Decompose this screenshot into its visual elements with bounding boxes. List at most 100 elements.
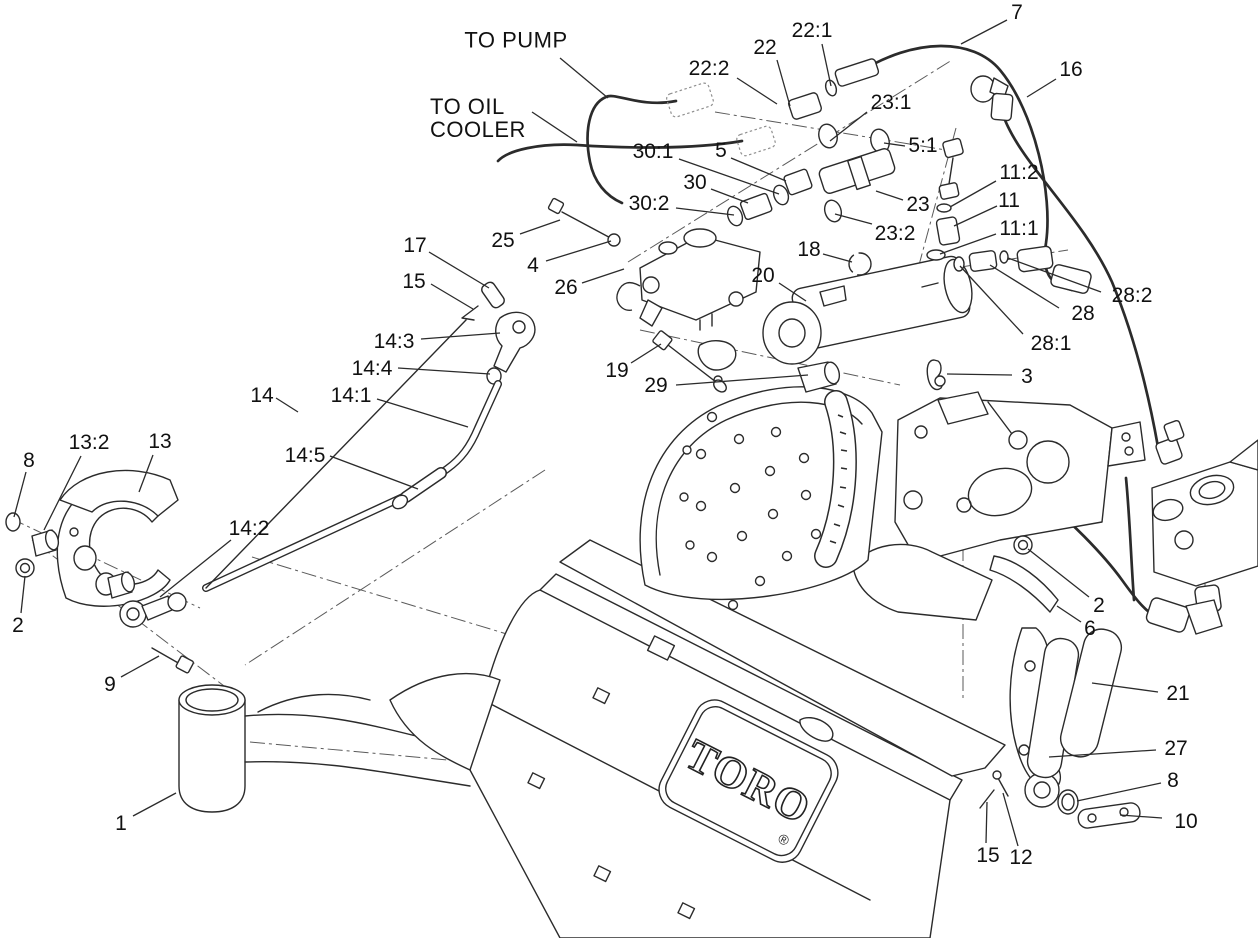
leader-line: [420, 332, 501, 340]
cotter-pin-15: [461, 305, 479, 321]
leader-line: [376, 398, 469, 428]
valve-assembly: [616, 228, 761, 331]
leader-line: [675, 207, 735, 216]
leader-line: [829, 111, 868, 142]
frame-rail: [559, 539, 1006, 777]
leader-line: [989, 264, 1060, 309]
sector-plate: [639, 361, 883, 611]
leader-line: [960, 19, 1008, 45]
nut-4: [607, 233, 621, 247]
lever-group: [979, 535, 1141, 829]
o-ring-23-2: [823, 199, 843, 223]
bushing-29: [797, 361, 841, 393]
leader-line: [1119, 814, 1163, 819]
leader-line: [822, 253, 853, 263]
bell-crank-group: [5, 469, 194, 674]
leader-line: [834, 213, 873, 225]
clevis-pin-17: [461, 281, 505, 321]
washer-8: [5, 512, 21, 532]
elbow-fitting-16: [970, 75, 1014, 122]
bolt-25: [547, 197, 621, 247]
leader-line: [1027, 548, 1090, 598]
leader-line: [675, 374, 809, 386]
leader-line: [1026, 78, 1057, 98]
clevis-20: [697, 340, 737, 371]
leader-line: [1007, 257, 1102, 293]
foot-bracket: [852, 543, 993, 621]
handle-6: [989, 555, 1059, 613]
fitting-chain-28: [953, 245, 1092, 294]
leader-line: [678, 158, 780, 195]
hose-lower-2: [1124, 476, 1136, 602]
leader-line: [1056, 605, 1082, 623]
leader-line: [946, 373, 1013, 376]
leader-line: [949, 180, 997, 208]
hose-to-pump: [586, 94, 678, 205]
fitting-30: [739, 192, 773, 221]
valve-11: [935, 216, 961, 246]
leader-line: [1002, 792, 1019, 847]
o-ring-11-1: [926, 249, 946, 261]
nut-2-right: [1013, 535, 1033, 555]
leader-line: [821, 43, 832, 87]
fitting-28: [968, 250, 998, 272]
leader-line: [545, 240, 612, 262]
leader-line: [1048, 749, 1157, 758]
o-ring-30-2: [726, 205, 744, 227]
leader-line: [559, 57, 609, 99]
nut-5: [783, 168, 813, 196]
leader-line: [985, 801, 988, 844]
leader-line: [43, 455, 82, 531]
leader-line: [883, 142, 906, 147]
leader-line: [329, 455, 419, 490]
leader-line: [778, 282, 807, 302]
leader-line: [953, 205, 998, 227]
leader-line: [397, 367, 491, 375]
pin-12: [979, 770, 1009, 809]
leader-line: [13, 471, 27, 518]
leader-line: [710, 188, 749, 204]
clevis-14-3: [486, 311, 536, 385]
lower-elbow-fitting: [1145, 597, 1223, 635]
leader-line: [1091, 682, 1159, 693]
toro-logo-plate: TORO ®: [658, 699, 839, 863]
ring-28-2: [999, 250, 1009, 264]
leader-line: [959, 265, 1024, 335]
leader-line: [275, 397, 299, 413]
bolt-9: [151, 647, 194, 674]
leader-lines: [13, 19, 1163, 847]
rod-end-14-2: [119, 592, 187, 628]
leader-line: [519, 219, 561, 235]
grip-pad-21b: [1059, 628, 1123, 758]
o-ring-23-1: [818, 123, 838, 149]
leader-line: [875, 190, 904, 201]
washer-11-2: [936, 203, 952, 213]
leader-line: [159, 539, 232, 598]
bushing-13-2: [31, 529, 60, 557]
leader-line: [428, 251, 490, 289]
cotter-pin-15-right: [979, 789, 995, 809]
leader-line: [1076, 782, 1162, 802]
leader-line: [736, 77, 778, 105]
o-ring-30-1: [772, 184, 790, 206]
leader-line: [531, 111, 578, 143]
leader-line: [730, 157, 787, 182]
hydraulic-cylinder: [697, 252, 973, 371]
pump-assembly: [1145, 419, 1258, 635]
fitting-chain-11: [926, 137, 964, 261]
leader-line: [132, 792, 177, 817]
control-rod-14: [202, 319, 502, 592]
leader-line: [776, 59, 791, 107]
leader-line: [581, 268, 625, 284]
snap-ring-18: [848, 252, 872, 276]
leader-line: [939, 233, 997, 255]
bracket-line-14: [205, 319, 467, 589]
leader-line: [20, 575, 26, 614]
leader-line: [630, 343, 662, 364]
jam-nut: [167, 592, 187, 612]
o-ring-8-right: [1057, 789, 1079, 815]
hose-16: [1000, 110, 1160, 449]
frame-post: [178, 684, 246, 813]
nut-2-left: [15, 558, 35, 578]
